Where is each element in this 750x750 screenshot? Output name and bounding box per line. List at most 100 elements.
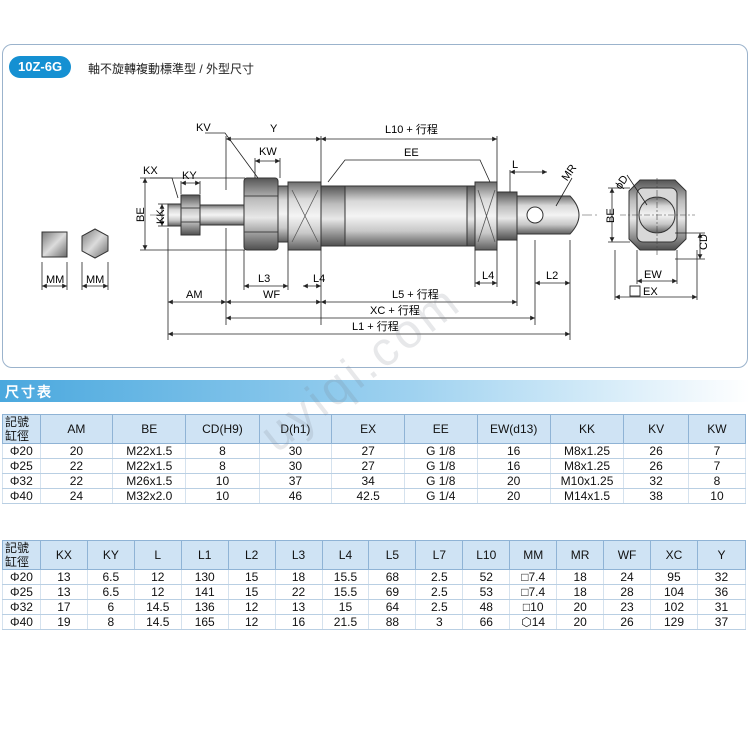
spec-table-1: 記號缸徑 AM BE CD(H9) D(h1) EX EE EW(d13) KK…: [2, 414, 747, 504]
table-cell: 129: [650, 614, 698, 630]
table-cell: 13: [39, 584, 88, 600]
corner-header: 記號缸徑: [2, 540, 41, 570]
table-cell: 12: [133, 584, 182, 600]
row-bore-label: Φ32: [2, 473, 41, 489]
table-cell: 69: [368, 584, 417, 600]
table-cell: 20: [556, 599, 605, 615]
column-header: L2: [227, 540, 276, 570]
table-cell: 16: [476, 458, 551, 474]
table-cell: 42.5: [331, 488, 406, 504]
dim-ew: EW: [644, 269, 662, 281]
hex-section-icon: [81, 228, 109, 259]
table-cell: M14x1.5: [549, 488, 625, 504]
spec-table-2: 記號缸徑 KX KY L L1 L2 L3 L4 L5 L7 L10 MM MR…: [2, 540, 747, 630]
table-cell: 15: [227, 569, 276, 585]
table-cell: 136: [180, 599, 229, 615]
dim-l3: L3: [258, 273, 270, 285]
table-cell: □10: [509, 599, 558, 615]
dim-be-right: BE: [605, 208, 617, 223]
table-cell: 12: [227, 614, 276, 630]
dim-cd: CD: [698, 234, 710, 250]
cylinder-body: [167, 177, 580, 251]
table-cell: 34: [331, 473, 406, 489]
square-section-icon: [41, 231, 68, 258]
table-cell: 2.5: [415, 569, 464, 585]
table-cell: 141: [180, 584, 229, 600]
section-header-bar: [0, 380, 750, 402]
table-cell: 22: [274, 584, 323, 600]
dim-y: Y: [270, 123, 278, 135]
dim-l5: L5 + 行程: [392, 288, 439, 301]
table-cell: G 1/8: [404, 458, 478, 474]
table-cell: 37: [696, 614, 747, 630]
table-cell: 165: [180, 614, 229, 630]
column-header: KY: [86, 540, 135, 570]
table-cell: 18: [274, 569, 323, 585]
column-header: MR: [556, 540, 605, 570]
table-cell: 16: [274, 614, 323, 630]
table-cell: 10: [687, 488, 747, 504]
table-cell: M8x1.25: [549, 458, 625, 474]
column-header: KK: [549, 414, 625, 444]
dim-xc: XC + 行程: [370, 304, 420, 317]
table-cell: 37: [258, 473, 333, 489]
table-cell: 6: [86, 599, 135, 615]
dimension-drawing: MM MM: [41, 122, 710, 340]
page-subtitle: 軸不旋轉複動標準型 / 外型尺寸: [88, 62, 255, 76]
table-cell: 53: [462, 584, 511, 600]
column-header: MM: [509, 540, 558, 570]
table-cell: □7.4: [509, 584, 558, 600]
table-cell: 20: [39, 443, 114, 459]
square-symbol: [629, 285, 641, 297]
table-cell: 15.5: [321, 569, 370, 585]
table-cell: 7: [687, 443, 747, 459]
table-cell: 32: [696, 569, 747, 585]
table-cell: 18: [556, 584, 605, 600]
dim-kx: KX: [143, 165, 158, 177]
dim-l4-left: L4: [313, 273, 325, 285]
column-header: KX: [39, 540, 88, 570]
table-header-row: 記號缸徑 AM BE CD(H9) D(h1) EX EE EW(d13) KK…: [2, 414, 747, 444]
table-cell: 46: [258, 488, 333, 504]
table-cell: 27: [331, 458, 406, 474]
table-header-row: 記號缸徑 KX KY L L1 L2 L3 L4 L5 L7 L10 MM MR…: [2, 540, 747, 570]
table-cell: 30: [258, 458, 333, 474]
table-cell: 26: [603, 614, 652, 630]
table-cell: 104: [650, 584, 698, 600]
table-cell: 38: [623, 488, 689, 504]
table-cell: 68: [368, 569, 417, 585]
table-cell: 30: [258, 443, 333, 459]
table-cell: 18: [556, 569, 605, 585]
dim-l: L: [512, 159, 518, 171]
table-cell: 95: [650, 569, 698, 585]
table-cell: 88: [368, 614, 417, 630]
table-cell: 23: [603, 599, 652, 615]
table-cell: ⬡14: [509, 614, 558, 630]
table-cell: 8: [687, 473, 747, 489]
table-cell: M22x1.5: [112, 458, 187, 474]
table-cell: 2.5: [415, 599, 464, 615]
table-cell: 3: [415, 614, 464, 630]
table-cell: M10x1.25: [549, 473, 625, 489]
table-cell: 12: [133, 569, 182, 585]
row-bore-label: Φ20: [2, 443, 41, 459]
column-header: EW(d13): [476, 414, 551, 444]
table-cell: 7: [687, 458, 747, 474]
table-cell: 15: [227, 584, 276, 600]
column-header: KV: [623, 414, 689, 444]
table-cell: 14.5: [133, 599, 182, 615]
table-cell: 27: [331, 443, 406, 459]
table-cell: 6.5: [86, 584, 135, 600]
table-cell: 20: [476, 473, 551, 489]
table-cell: 8: [86, 614, 135, 630]
row-bore-label: Φ25: [2, 584, 41, 600]
dim-l10: L10 + 行程: [385, 123, 438, 136]
column-header: BE: [112, 414, 187, 444]
dim-ee: EE: [404, 147, 419, 159]
table-cell: 21.5: [321, 614, 370, 630]
